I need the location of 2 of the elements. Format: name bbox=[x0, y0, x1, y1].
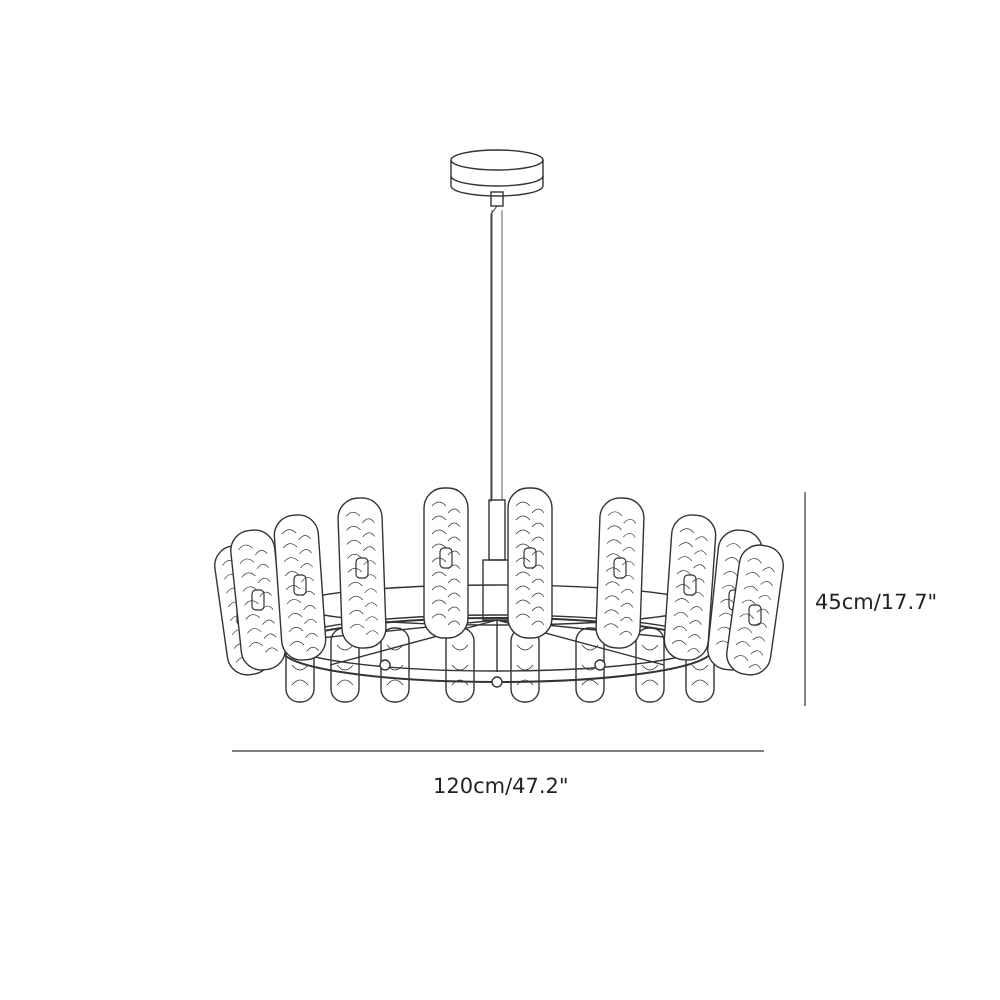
dimension-label: 45cm/17.7" bbox=[815, 590, 938, 616]
dimension-label: 120cm/47.2" bbox=[433, 774, 569, 800]
